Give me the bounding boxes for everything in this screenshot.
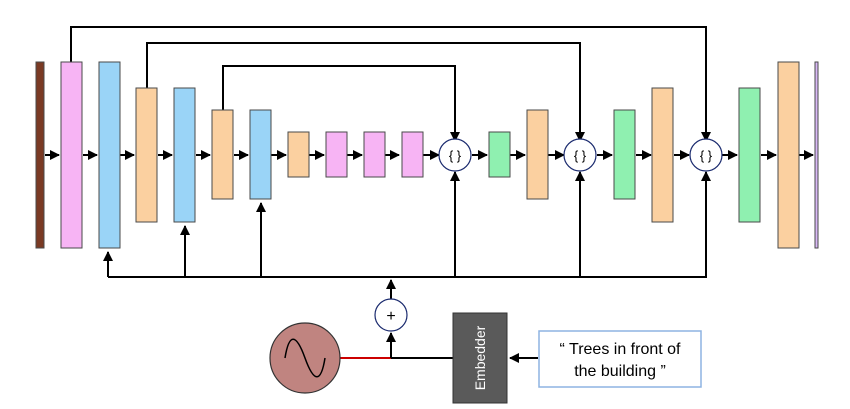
add-node: + bbox=[374, 298, 408, 332]
encoder-block-4 bbox=[173, 87, 196, 223]
decoder-block-2 bbox=[526, 109, 549, 200]
decoder-block-4 bbox=[651, 87, 674, 223]
concat-node-1: { } bbox=[438, 138, 472, 172]
timestep-sine-icon bbox=[269, 322, 341, 394]
concat-node-3: { } bbox=[689, 138, 723, 172]
prompt-line-2: the building ” bbox=[574, 363, 666, 380]
encoder-block-5 bbox=[211, 109, 234, 200]
encoder-block-2 bbox=[98, 61, 121, 249]
decoder-block-1 bbox=[488, 131, 511, 178]
conditioning-bus bbox=[103, 171, 711, 299]
middle-block-4 bbox=[401, 131, 424, 178]
middle-block-2 bbox=[325, 131, 348, 178]
text-prompt-box: “ Trees in front of the building ” bbox=[538, 330, 702, 388]
encoder-block-1 bbox=[60, 61, 83, 249]
encoder-block-6 bbox=[249, 109, 272, 200]
input-block bbox=[35, 61, 45, 249]
middle-block-3 bbox=[363, 131, 386, 178]
decoder-block-6 bbox=[777, 61, 800, 249]
concat-node-label: { } bbox=[574, 148, 587, 163]
embedder-block: Embedder bbox=[452, 312, 508, 404]
embedder-label: Embedder bbox=[472, 325, 488, 390]
skip-connection-middle bbox=[146, 42, 585, 142]
add-node-label: + bbox=[386, 308, 395, 325]
skip-connection-inner bbox=[222, 65, 460, 142]
concat-node-label: { } bbox=[700, 148, 713, 163]
middle-block-1 bbox=[287, 131, 310, 178]
decoder-block-5 bbox=[738, 87, 761, 223]
skip-connection-outer bbox=[70, 26, 711, 142]
encoder-block-3 bbox=[135, 87, 158, 223]
concat-node-2: { } bbox=[563, 138, 597, 172]
network-blocks bbox=[35, 61, 819, 249]
output-block bbox=[814, 61, 819, 249]
concat-node-label: { } bbox=[449, 148, 462, 163]
decoder-block-3 bbox=[613, 109, 636, 200]
prompt-line-1: “ Trees in front of bbox=[560, 341, 681, 358]
